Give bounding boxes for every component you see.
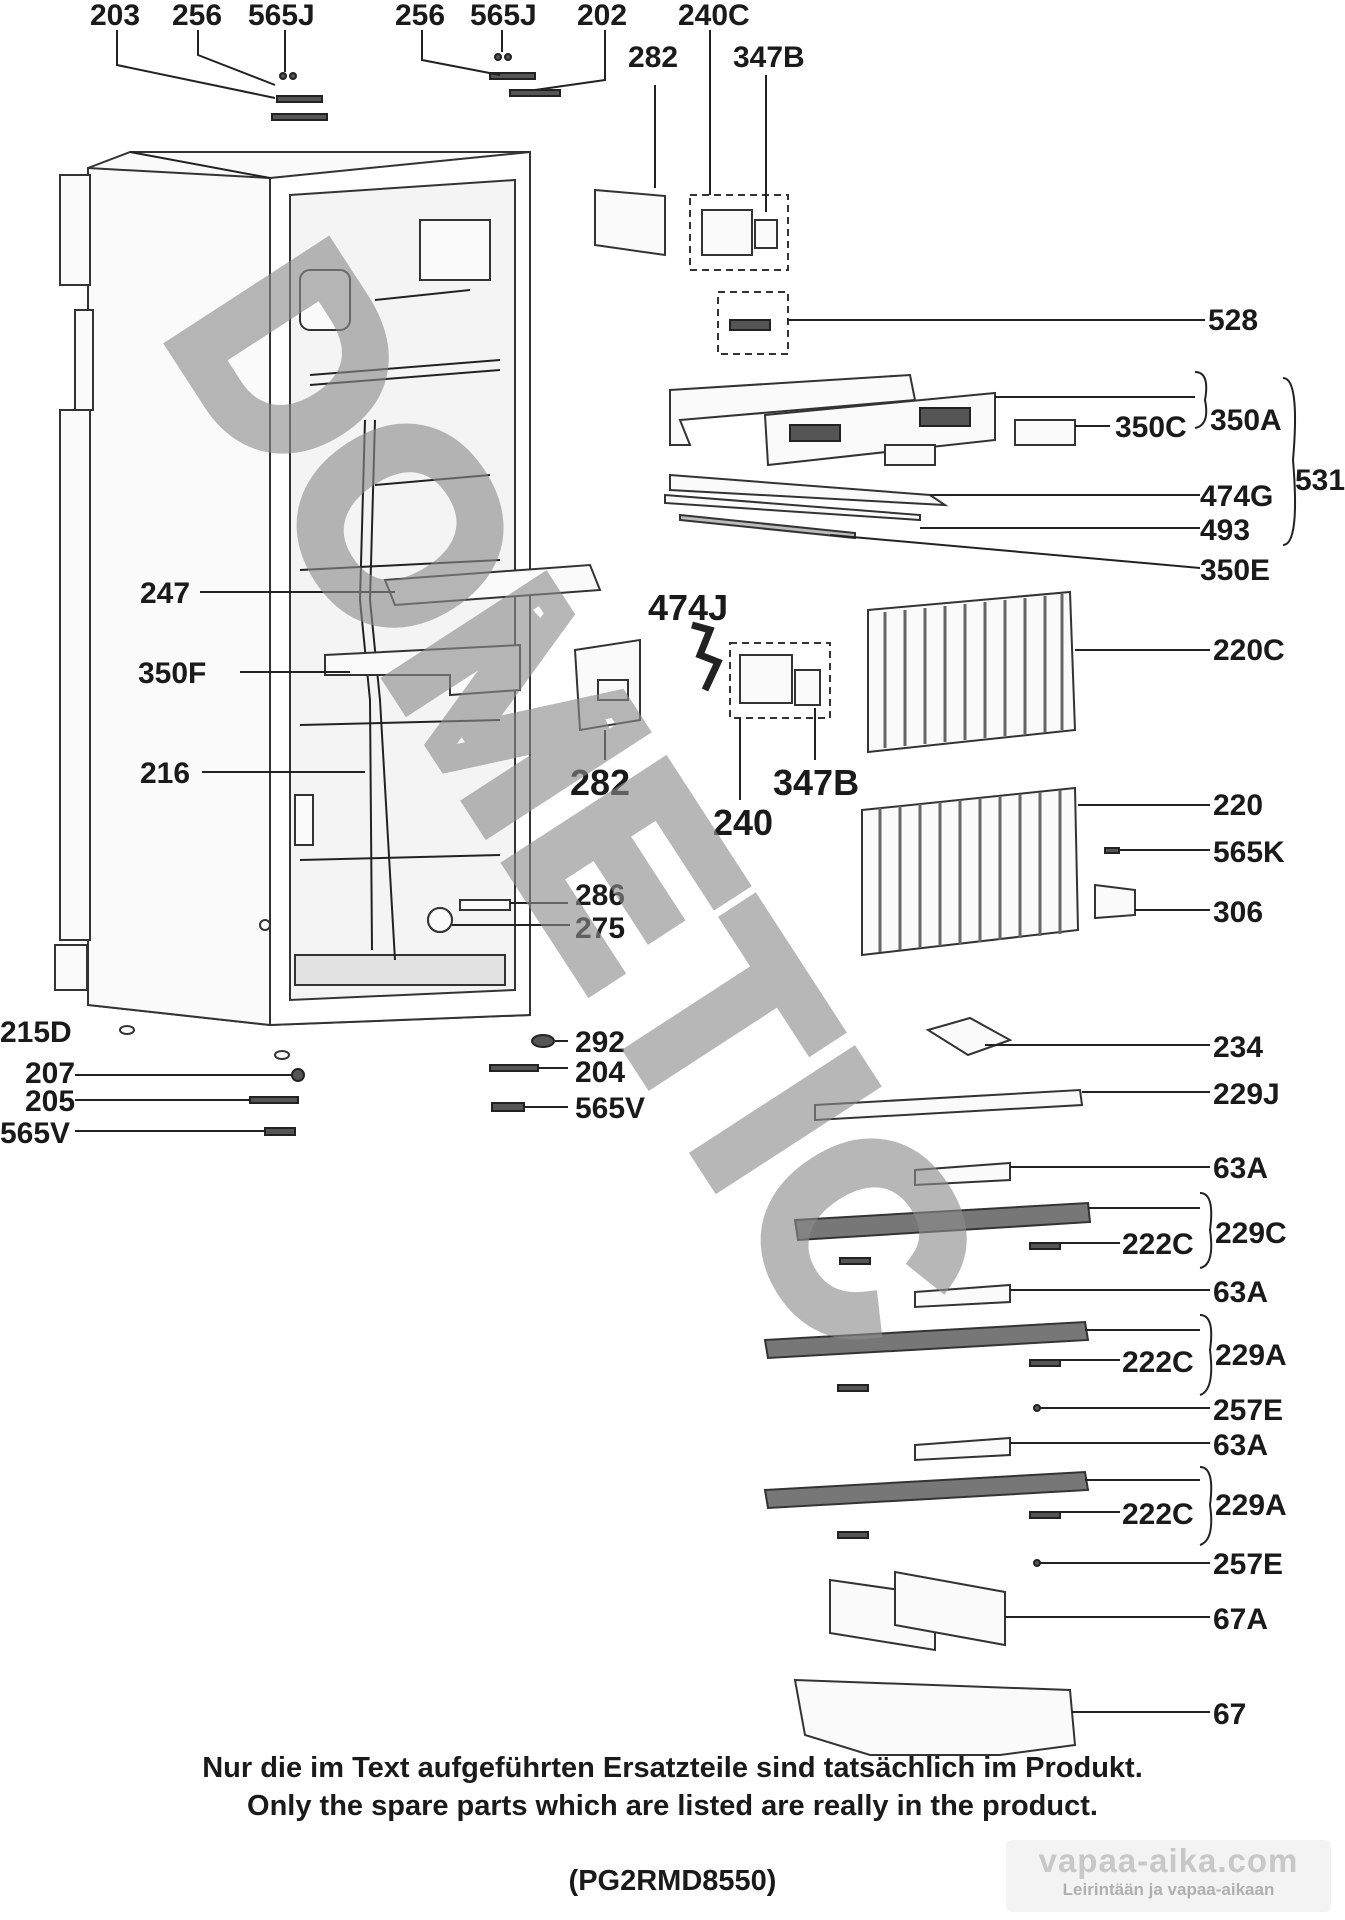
brand-tagline: Leirintään ja vapaa-aikaan [1062,1880,1275,1899]
hinge-240-group [729,642,831,719]
hinge-347b-top [754,219,778,249]
label-234: 234 [1213,1031,1263,1064]
label-256-left: 256 [172,0,222,32]
part-215d-b [274,1050,290,1060]
part-215d [119,1025,135,1035]
leader-lines [75,30,1297,1713]
part-labels: 203 256 565J 256 565J 202 240C 282 347B … [0,0,1345,1731]
label-229a-1: 229A [1215,1339,1287,1372]
label-63a-3: 63A [1213,1429,1268,1462]
hinge-cover-282-top [594,188,666,257]
label-229a-2: 229A [1215,1489,1287,1522]
label-565v-mid: 565V [575,1092,645,1125]
label-474g: 474G [1200,480,1273,513]
label-222c-2: 222C [1122,1346,1194,1379]
control-panel-assembly-531 [664,373,1076,540]
bracket-306 [1094,883,1136,920]
parts-bag-528 [717,291,789,355]
label-215d: 215D [0,1016,72,1049]
fridge-door-220 [861,786,1080,957]
part-204 [489,1064,539,1072]
crisper-cover-67a [829,1570,1006,1652]
hinge-240 [739,654,793,704]
brand-name: vapaa-aika.com [1038,1842,1299,1879]
label-286: 286 [575,879,625,912]
label-565k: 565K [1213,836,1285,869]
part-207 [291,1068,305,1082]
shelf-support-350f [324,643,521,697]
part-528-screw [729,319,771,331]
label-565j-left: 565J [248,0,315,32]
label-204: 204 [575,1056,625,1089]
label-220c: 220C [1213,634,1285,667]
freezer-door-220c [867,590,1077,754]
screws-565v-left [264,1127,296,1136]
shelf-229a-assembly-1 [763,1283,1090,1412]
label-565j-right: 565J [470,0,537,32]
screws-565v-mid [491,1102,525,1112]
label-282-mid: 282 [570,762,630,803]
label-292: 292 [575,1026,625,1059]
label-493: 493 [1200,514,1250,547]
label-528: 528 [1208,304,1258,337]
label-67: 67 [1213,1698,1246,1731]
label-531: 531 [1295,464,1345,497]
footer-note-german: Nur die im Text aufgeführten Ersatzteile… [202,1752,1143,1784]
label-275: 275 [575,912,625,945]
label-220: 220 [1213,789,1263,822]
hinge-cover-282-mid-inner [597,679,629,701]
label-207: 207 [25,1057,75,1090]
hinge-240c [701,209,753,256]
label-565v-left: 565V [0,1117,70,1150]
label-240c: 240C [678,0,750,32]
label-256-right: 256 [395,0,445,32]
shelf-229c-assembly [793,1161,1092,1265]
label-347b-top: 347B [733,41,805,74]
ice-tray-234 [925,1016,1013,1057]
label-350f: 350F [138,657,206,690]
freezer-shelf-229j [814,1088,1084,1122]
label-229c: 229C [1215,1217,1287,1250]
label-347b-mid: 347B [773,762,859,803]
shelf-support-247 [383,563,602,607]
label-247: 247 [140,577,190,610]
model-code: (PG2RMD8550) [568,1865,777,1897]
label-222c-3: 222C [1122,1498,1194,1531]
label-216: 216 [140,757,190,790]
label-474j: 474J [648,587,728,628]
label-67a: 67A [1213,1603,1268,1636]
label-282-top: 282 [628,41,678,74]
part-292 [531,1034,555,1048]
brand-badge: vapaa-aika.com Leirintään ja vapaa-aikaa… [1006,1840,1331,1912]
label-205: 205 [25,1085,75,1118]
label-257e-2: 257E [1213,1548,1283,1581]
label-203: 203 [90,0,140,32]
label-229j: 229J [1213,1078,1280,1111]
screw-286 [459,899,511,911]
label-350e: 350E [1200,554,1270,587]
hinge-240c-group [689,194,789,271]
label-222c-1: 222C [1122,1228,1194,1261]
label-306: 306 [1213,896,1263,929]
label-257e-1: 257E [1213,1394,1283,1427]
bracket-474j [691,621,723,692]
hinge-347b-mid [794,669,821,706]
top-hinge-parts [271,53,561,121]
label-350a: 350A [1210,404,1282,437]
label-202: 202 [577,0,627,32]
screw-565k [1104,847,1120,854]
label-350c: 350C [1115,411,1187,444]
label-240: 240 [713,802,773,843]
footer-note-english: Only the spare parts which are listed ar… [247,1790,1098,1822]
label-63a-1: 63A [1213,1152,1268,1185]
part-205 [249,1096,299,1104]
shelf-229a-assembly-2 [763,1436,1090,1567]
label-63a-2: 63A [1213,1276,1268,1309]
knob-275 [427,907,453,933]
crisper-drawer-67 [793,1678,1077,1756]
